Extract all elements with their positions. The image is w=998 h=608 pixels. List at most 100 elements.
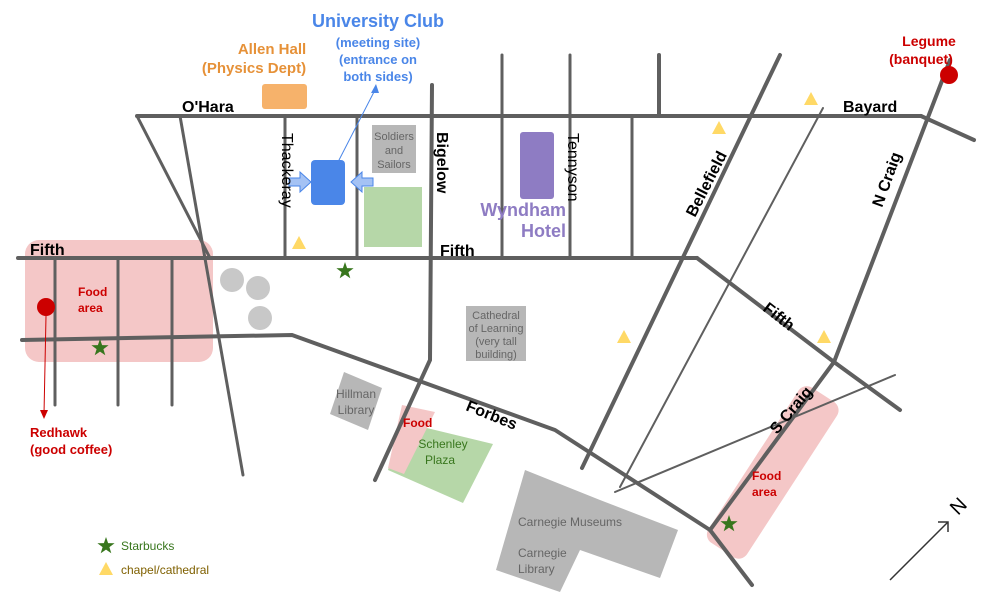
chapel-triangle-icon[interactable]	[817, 330, 831, 343]
legend-chapel-label: chapel/cathedral	[121, 563, 209, 577]
food-east-line2: area	[752, 485, 777, 499]
compass: N	[889, 494, 972, 581]
legume-line1: Legume	[902, 33, 956, 49]
street-south-east[interactable]	[708, 528, 754, 587]
entrance-arrows	[288, 170, 374, 194]
markers	[37, 66, 958, 419]
soldiers-sailors-line3: Sailors	[377, 159, 411, 171]
university-club-building[interactable]	[311, 160, 345, 205]
fifth-avenue-east[interactable]	[695, 256, 902, 412]
soldiers-sailors-line2: and	[385, 145, 403, 157]
roads	[16, 53, 976, 587]
wyndham-hotel-building[interactable]	[520, 132, 554, 199]
carnegie-museums-building[interactable]	[496, 470, 678, 592]
allen-hall-label: Allen Hall (Physics Dept)	[202, 41, 306, 77]
food-west-line1: Food	[78, 285, 107, 299]
chapel-markers	[292, 92, 831, 343]
round-building-1[interactable]	[220, 268, 244, 292]
cathedral-line2: of Learning	[468, 323, 523, 335]
legend-starbucks-label: Starbucks	[121, 539, 174, 553]
n-craig-label: N Craig	[870, 150, 905, 209]
soldiers-sailors-lawn[interactable]	[364, 187, 422, 247]
north-arrowhead-icon	[938, 521, 949, 532]
redhawk-line2: (good coffee)	[30, 442, 112, 457]
hillman-library-building[interactable]	[330, 372, 382, 430]
schenley-line1: Schenley	[418, 437, 467, 451]
thackeray-label: Thackeray	[278, 133, 295, 208]
fifth-label-mid: Fifth	[440, 243, 475, 260]
redhawk-line1: Redhawk	[30, 425, 88, 440]
schenley-line2: Plaza	[425, 453, 455, 467]
redhawk-marker-icon[interactable]	[37, 298, 55, 316]
forbes-label: Forbes	[464, 398, 520, 434]
food-plaza-label: Food	[403, 416, 432, 430]
chapel-triangle-icon[interactable]	[712, 121, 726, 134]
redhawk-label: Redhawk (good coffee)	[30, 425, 112, 457]
s-craig-street[interactable]	[708, 360, 836, 532]
hillman-label: Hillman Library	[336, 387, 376, 417]
north-arrow-icon	[889, 521, 949, 581]
ohara-label: O'Hara	[182, 99, 234, 116]
buildings	[220, 84, 678, 592]
forbes-avenue[interactable]	[20, 332, 712, 532]
starbucks-star-icon[interactable]	[91, 339, 109, 356]
university-club-title: University Club	[312, 11, 444, 31]
legume-label: Legume (banquet)	[889, 33, 956, 67]
starbucks-star-icon[interactable]	[720, 515, 738, 532]
street-thin-2[interactable]	[614, 374, 896, 493]
wyndham-line1: Wyndham	[480, 200, 566, 220]
round-building-2[interactable]	[246, 276, 270, 300]
carnegie-library-line2: Library	[518, 562, 555, 576]
legend-chapel-icon	[99, 562, 113, 575]
bigelow-boulevard[interactable]	[373, 83, 434, 482]
tennyson-label: Tennyson	[564, 133, 581, 202]
street-west-b[interactable]	[178, 114, 245, 477]
bayard-label: Bayard	[843, 99, 897, 116]
cathedral-of-learning-building[interactable]	[466, 306, 526, 361]
cathedral-label: Cathedral of Learning (very tall buildin…	[468, 310, 523, 361]
entrance-arrow-right-icon	[350, 170, 374, 194]
cathedral-line4: building)	[475, 349, 517, 361]
legume-marker-icon[interactable]	[940, 66, 958, 84]
cathedral-line3: (very tall	[475, 336, 517, 348]
carnegie-museums-label: Carnegie Museums	[518, 515, 622, 529]
allen-hall-building[interactable]	[262, 84, 307, 109]
university-club-line3: both sides)	[343, 69, 412, 84]
carnegie-library-line1: Carnegie	[518, 546, 567, 560]
north-label: N	[946, 494, 972, 520]
hillman-line1: Hillman	[336, 387, 376, 401]
wyndham-line2: Hotel	[521, 221, 566, 241]
university-club-pointer	[337, 87, 377, 163]
soldiers-sailors-line1: Soldiers	[374, 131, 414, 143]
food-west-line2: area	[78, 301, 103, 315]
hillman-line2: Library	[338, 403, 375, 417]
starbucks-markers	[91, 262, 738, 532]
street-thin-1[interactable]	[619, 107, 824, 488]
food-area-east[interactable]	[703, 382, 842, 562]
bellefield-avenue[interactable]	[580, 53, 782, 470]
redhawk-pointer	[43, 315, 47, 415]
starbucks-star-icon[interactable]	[336, 262, 354, 279]
redhawk-pointer-head-icon	[40, 410, 48, 419]
chapel-triangle-icon[interactable]	[804, 92, 818, 105]
legend: Starbucks chapel/cathedral	[97, 537, 209, 577]
university-club-label: University Club (meeting site) (entrance…	[312, 11, 444, 84]
bayard-street[interactable]	[919, 114, 976, 142]
place-labels: University Club (meeting site) (entrance…	[30, 11, 956, 576]
carnegie-label: Carnegie Museums Carnegie Library	[518, 515, 622, 576]
soldiers-sailors-label: Soldiers and Sailors	[374, 131, 414, 171]
fifth-label-west: Fifth	[30, 242, 65, 259]
food-east-line1: Food	[752, 469, 781, 483]
wyndham-label: Wyndham Hotel	[480, 200, 566, 241]
university-club-line1: (meeting site)	[336, 35, 421, 50]
legume-line2: (banquet)	[889, 51, 953, 67]
university-club-line2: (entrance on	[339, 52, 417, 67]
chapel-triangle-icon[interactable]	[617, 330, 631, 343]
street-west-a[interactable]	[135, 114, 212, 260]
soldiers-sailors-building[interactable]	[372, 125, 416, 173]
n-craig-street[interactable]	[832, 58, 952, 364]
chapel-triangle-icon[interactable]	[292, 236, 306, 249]
round-building-3[interactable]	[248, 306, 272, 330]
allen-hall-line1: Allen Hall	[238, 41, 306, 58]
food-labels: Food area Food Food area	[78, 285, 781, 499]
